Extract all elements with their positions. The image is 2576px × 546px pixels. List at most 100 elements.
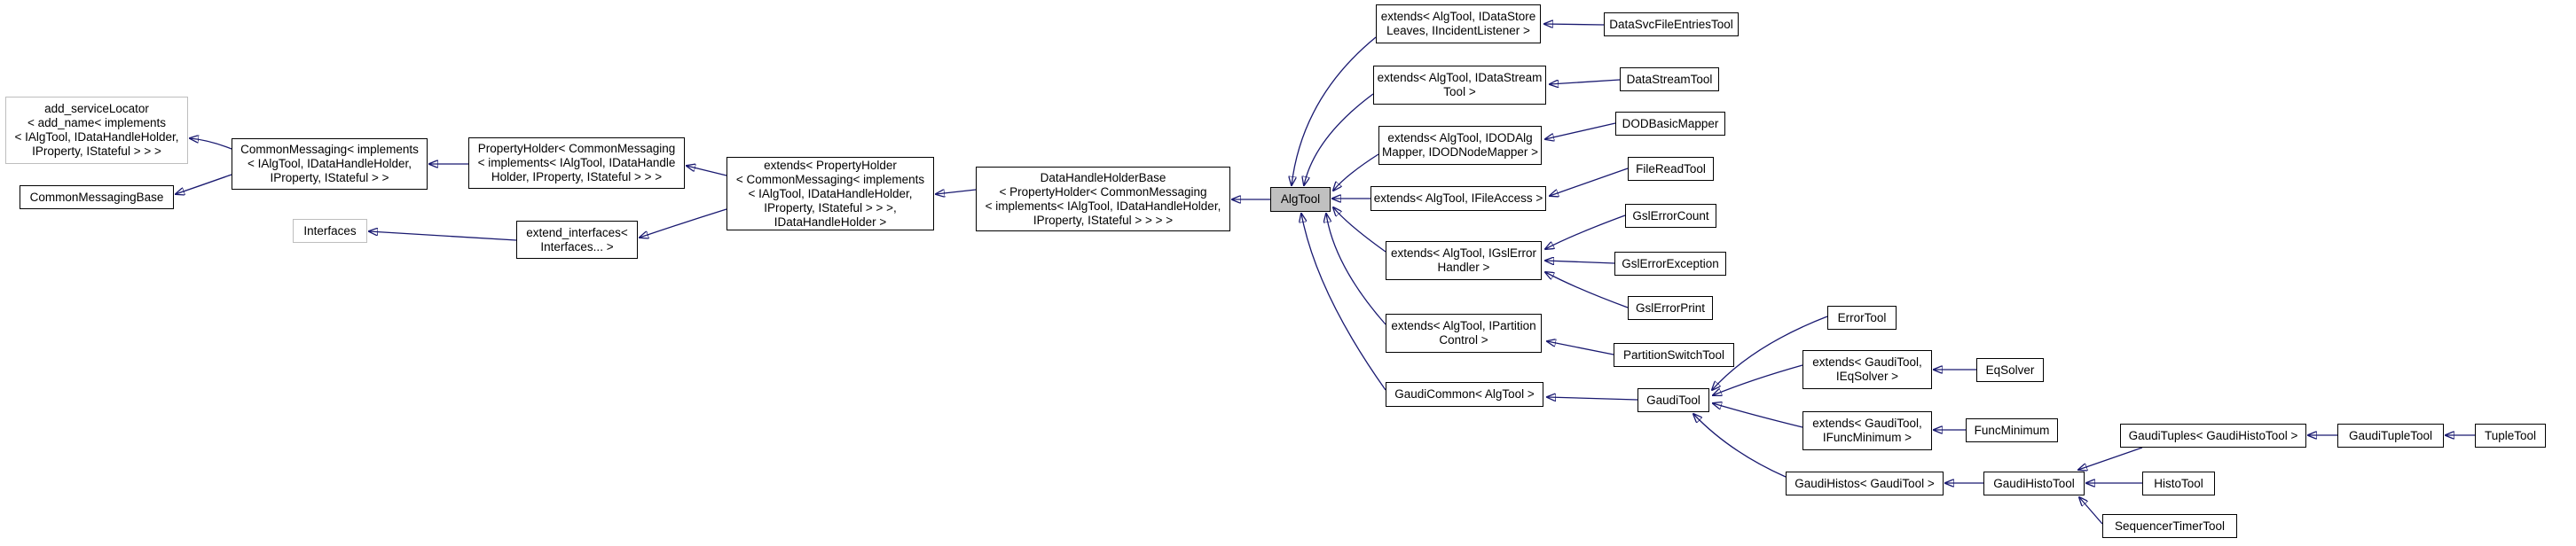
node-label-line: DataHandleHolderBase bbox=[1040, 170, 1166, 184]
edge-GaudiTuples-GaudiHistoTool-to-GaudiHistoTool bbox=[2078, 447, 2143, 470]
edge-FileReadTool-to-extends-AlgTool-IFileAccess bbox=[1550, 168, 1629, 196]
node-label-line: IProperty, IStateful > > > > bbox=[1033, 213, 1174, 227]
node-label-line: IProperty, IStateful > > bbox=[270, 171, 389, 184]
edge-CommonMessaging-to-CommonMessagingBase bbox=[176, 174, 232, 194]
node-label-line: IProperty, IStateful > > > bbox=[32, 144, 161, 158]
node-label-line: extends< PropertyHolder bbox=[764, 158, 897, 172]
edge-extends-GaudiTool-IEqSolver-to-GaudiTool bbox=[1713, 364, 1803, 395]
node-label-line: AlgTool bbox=[1280, 192, 1321, 206]
edge-DODBasicMapper-to-extends-AlgTool-IDODAlgMapper-IDODNodeMapper bbox=[1545, 122, 1616, 139]
node-label-line: DODBasicMapper bbox=[1622, 116, 1719, 130]
edge-GaudiHistos-GaudiTool-to-GaudiTool bbox=[1693, 414, 1787, 478]
node-extend-interfaces[interactable]: extend_interfaces<Interfaces... > bbox=[516, 221, 638, 259]
node-label-line: Control > bbox=[1439, 333, 1488, 347]
edge-CommonMessaging-to-add-serviceLocator bbox=[190, 138, 232, 150]
node-TupleTool[interactable]: TupleTool bbox=[2475, 424, 2546, 448]
node-extends-GaudiTool-IEqSolver[interactable]: extends< GaudiTool,IEqSolver > bbox=[1802, 350, 1932, 389]
edge-GslErrorException-to-extends-AlgTool-IGslErrorHandler bbox=[1545, 261, 1615, 263]
edge-extend-interfaces-to-Interfaces bbox=[369, 231, 517, 241]
edge-GslErrorCount-to-extends-AlgTool-IGslErrorHandler bbox=[1545, 214, 1626, 249]
node-extends-PropertyHolder-IDataHandleHolder[interactable]: extends< PropertyHolder< CommonMessaging… bbox=[726, 157, 934, 230]
node-GslErrorCount[interactable]: GslErrorCount bbox=[1625, 204, 1716, 228]
edge-extends-AlgTool-IGslErrorHandler-to-AlgTool bbox=[1333, 207, 1386, 253]
node-label-line: DataStreamTool bbox=[1626, 72, 1713, 86]
node-EqSolver[interactable]: EqSolver bbox=[1976, 358, 2044, 382]
node-label-line: EqSolver bbox=[1985, 363, 2035, 377]
edge-extends-GaudiTool-IFuncMinimum-to-GaudiTool bbox=[1713, 403, 1803, 428]
node-AlgTool: AlgTool bbox=[1270, 187, 1331, 212]
edge-DataStreamTool-to-extends-AlgTool-IDataStreamTool bbox=[1550, 79, 1621, 84]
node-GaudiCommon-AlgTool[interactable]: GaudiCommon< AlgTool > bbox=[1386, 382, 1543, 407]
node-GaudiHistos-GaudiTool[interactable]: GaudiHistos< GaudiTool > bbox=[1786, 472, 1944, 495]
node-HistoTool[interactable]: HistoTool bbox=[2142, 472, 2215, 495]
edge-extends-AlgTool-IDataStoreLeaves-IIncidentListener-to-AlgTool bbox=[1292, 36, 1377, 185]
node-label-line: extend_interfaces< bbox=[526, 225, 628, 239]
node-GaudiHistoTool[interactable]: GaudiHistoTool bbox=[1983, 472, 2085, 495]
edge-ErrorTool-to-GaudiTool bbox=[1712, 316, 1828, 390]
node-label-line: extends< AlgTool, IGslError bbox=[1391, 246, 1536, 260]
node-label-line: HistoTool bbox=[2154, 476, 2203, 490]
node-label-line: IDataHandleHolder > bbox=[774, 214, 887, 229]
node-label-line: extends< AlgTool, IDataStore bbox=[1380, 10, 1536, 23]
node-DODBasicMapper[interactable]: DODBasicMapper bbox=[1615, 112, 1725, 136]
node-CommonMessagingBase[interactable]: CommonMessagingBase bbox=[20, 185, 174, 209]
node-label-line: Handler > bbox=[1437, 261, 1490, 274]
node-label-line: Holder, IProperty, IStateful > > > bbox=[491, 170, 663, 183]
node-label-line: DataSvcFileEntriesTool bbox=[1609, 17, 1733, 31]
node-GslErrorException[interactable]: GslErrorException bbox=[1614, 252, 1726, 276]
node-extends-GaudiTool-IFuncMinimum[interactable]: extends< GaudiTool,IFuncMinimum > bbox=[1802, 411, 1932, 450]
node-DataStreamTool[interactable]: DataStreamTool bbox=[1620, 67, 1719, 91]
node-SequencerTimerTool[interactable]: SequencerTimerTool bbox=[2102, 514, 2237, 538]
node-DataHandleHolderBase[interactable]: DataHandleHolderBase< PropertyHolder< Co… bbox=[976, 167, 1230, 231]
node-label-line: FileReadTool bbox=[1636, 161, 1706, 176]
edge-extends-AlgTool-IDODAlgMapper-IDODNodeMapper-to-AlgTool bbox=[1333, 153, 1379, 191]
node-GaudiTupleTool[interactable]: GaudiTupleTool bbox=[2337, 424, 2444, 448]
node-label-line: < IAlgTool, IDataHandleHolder, bbox=[748, 186, 913, 200]
node-label-line: IProperty, IStateful > > >, bbox=[764, 200, 897, 214]
node-label-line: FuncMinimum bbox=[1974, 423, 2050, 437]
edge-extends-AlgTool-IPartitionControl-to-AlgTool bbox=[1326, 214, 1386, 325]
node-label-line: PropertyHolder< CommonMessaging bbox=[477, 142, 676, 155]
node-label-line: Interfaces bbox=[303, 223, 357, 238]
node-label-line: extends< GaudiTool, bbox=[1812, 417, 1922, 430]
node-label-line: SequencerTimerTool bbox=[2114, 519, 2226, 533]
node-PropertyHolder[interactable]: PropertyHolder< CommonMessaging< impleme… bbox=[468, 137, 685, 189]
edge-GaudiCommon-AlgTool-to-AlgTool bbox=[1301, 214, 1386, 391]
node-label-line: TupleTool bbox=[2484, 428, 2537, 442]
node-CommonMessaging[interactable]: CommonMessaging< implements< IAlgTool, I… bbox=[232, 138, 428, 190]
node-extends-AlgTool-IFileAccess[interactable]: extends< AlgTool, IFileAccess > bbox=[1370, 186, 1546, 211]
node-label-line: Tool > bbox=[1443, 85, 1476, 98]
node-label-line: GaudiCommon< AlgTool > bbox=[1394, 387, 1535, 401]
node-label-line: < PropertyHolder< CommonMessaging bbox=[999, 184, 1207, 199]
node-GslErrorPrint[interactable]: GslErrorPrint bbox=[1628, 296, 1713, 320]
node-label-line: extends< AlgTool, IDataStream bbox=[1377, 71, 1543, 84]
node-PartitionSwitchTool[interactable]: PartitionSwitchTool bbox=[1614, 343, 1734, 367]
node-Interfaces: Interfaces bbox=[293, 219, 367, 243]
node-label-line: GslErrorPrint bbox=[1635, 300, 1705, 315]
edge-DataHandleHolderBase-to-extends-PropertyHolder-IDataHandleHolder bbox=[936, 189, 977, 194]
node-label-line: extends< AlgTool, IDODAlg bbox=[1387, 131, 1533, 144]
node-label-line: extends< AlgTool, IFileAccess > bbox=[1373, 191, 1543, 205]
node-label-line: IFuncMinimum > bbox=[1822, 431, 1912, 444]
node-label-line: < CommonMessaging< implements bbox=[735, 172, 925, 186]
node-label-line: GslErrorException bbox=[1622, 256, 1719, 270]
node-ErrorTool[interactable]: ErrorTool bbox=[1827, 306, 1897, 330]
node-add-serviceLocator: add_serviceLocator< add_name< implements… bbox=[5, 97, 188, 164]
node-FileReadTool[interactable]: FileReadTool bbox=[1628, 157, 1714, 181]
node-DataSvcFileEntriesTool[interactable]: DataSvcFileEntriesTool bbox=[1604, 12, 1739, 36]
node-label-line: CommonMessagingBase bbox=[29, 190, 164, 204]
node-FuncMinimum[interactable]: FuncMinimum bbox=[1966, 418, 2058, 442]
edge-GslErrorPrint-to-extends-AlgTool-IGslErrorHandler bbox=[1545, 272, 1629, 308]
node-label-line: < implements< IAlgTool, IDataHandleHolde… bbox=[985, 199, 1221, 213]
node-GaudiTuples-GaudiHistoTool[interactable]: GaudiTuples< GaudiHistoTool > bbox=[2120, 424, 2306, 448]
node-label-line: GaudiHistoTool bbox=[1993, 476, 2075, 490]
edge-PartitionSwitchTool-to-extends-AlgTool-IPartitionControl bbox=[1547, 341, 1614, 355]
node-label-line: IEqSolver > bbox=[1835, 370, 1899, 383]
node-GaudiTool[interactable]: GaudiTool bbox=[1637, 388, 1709, 412]
